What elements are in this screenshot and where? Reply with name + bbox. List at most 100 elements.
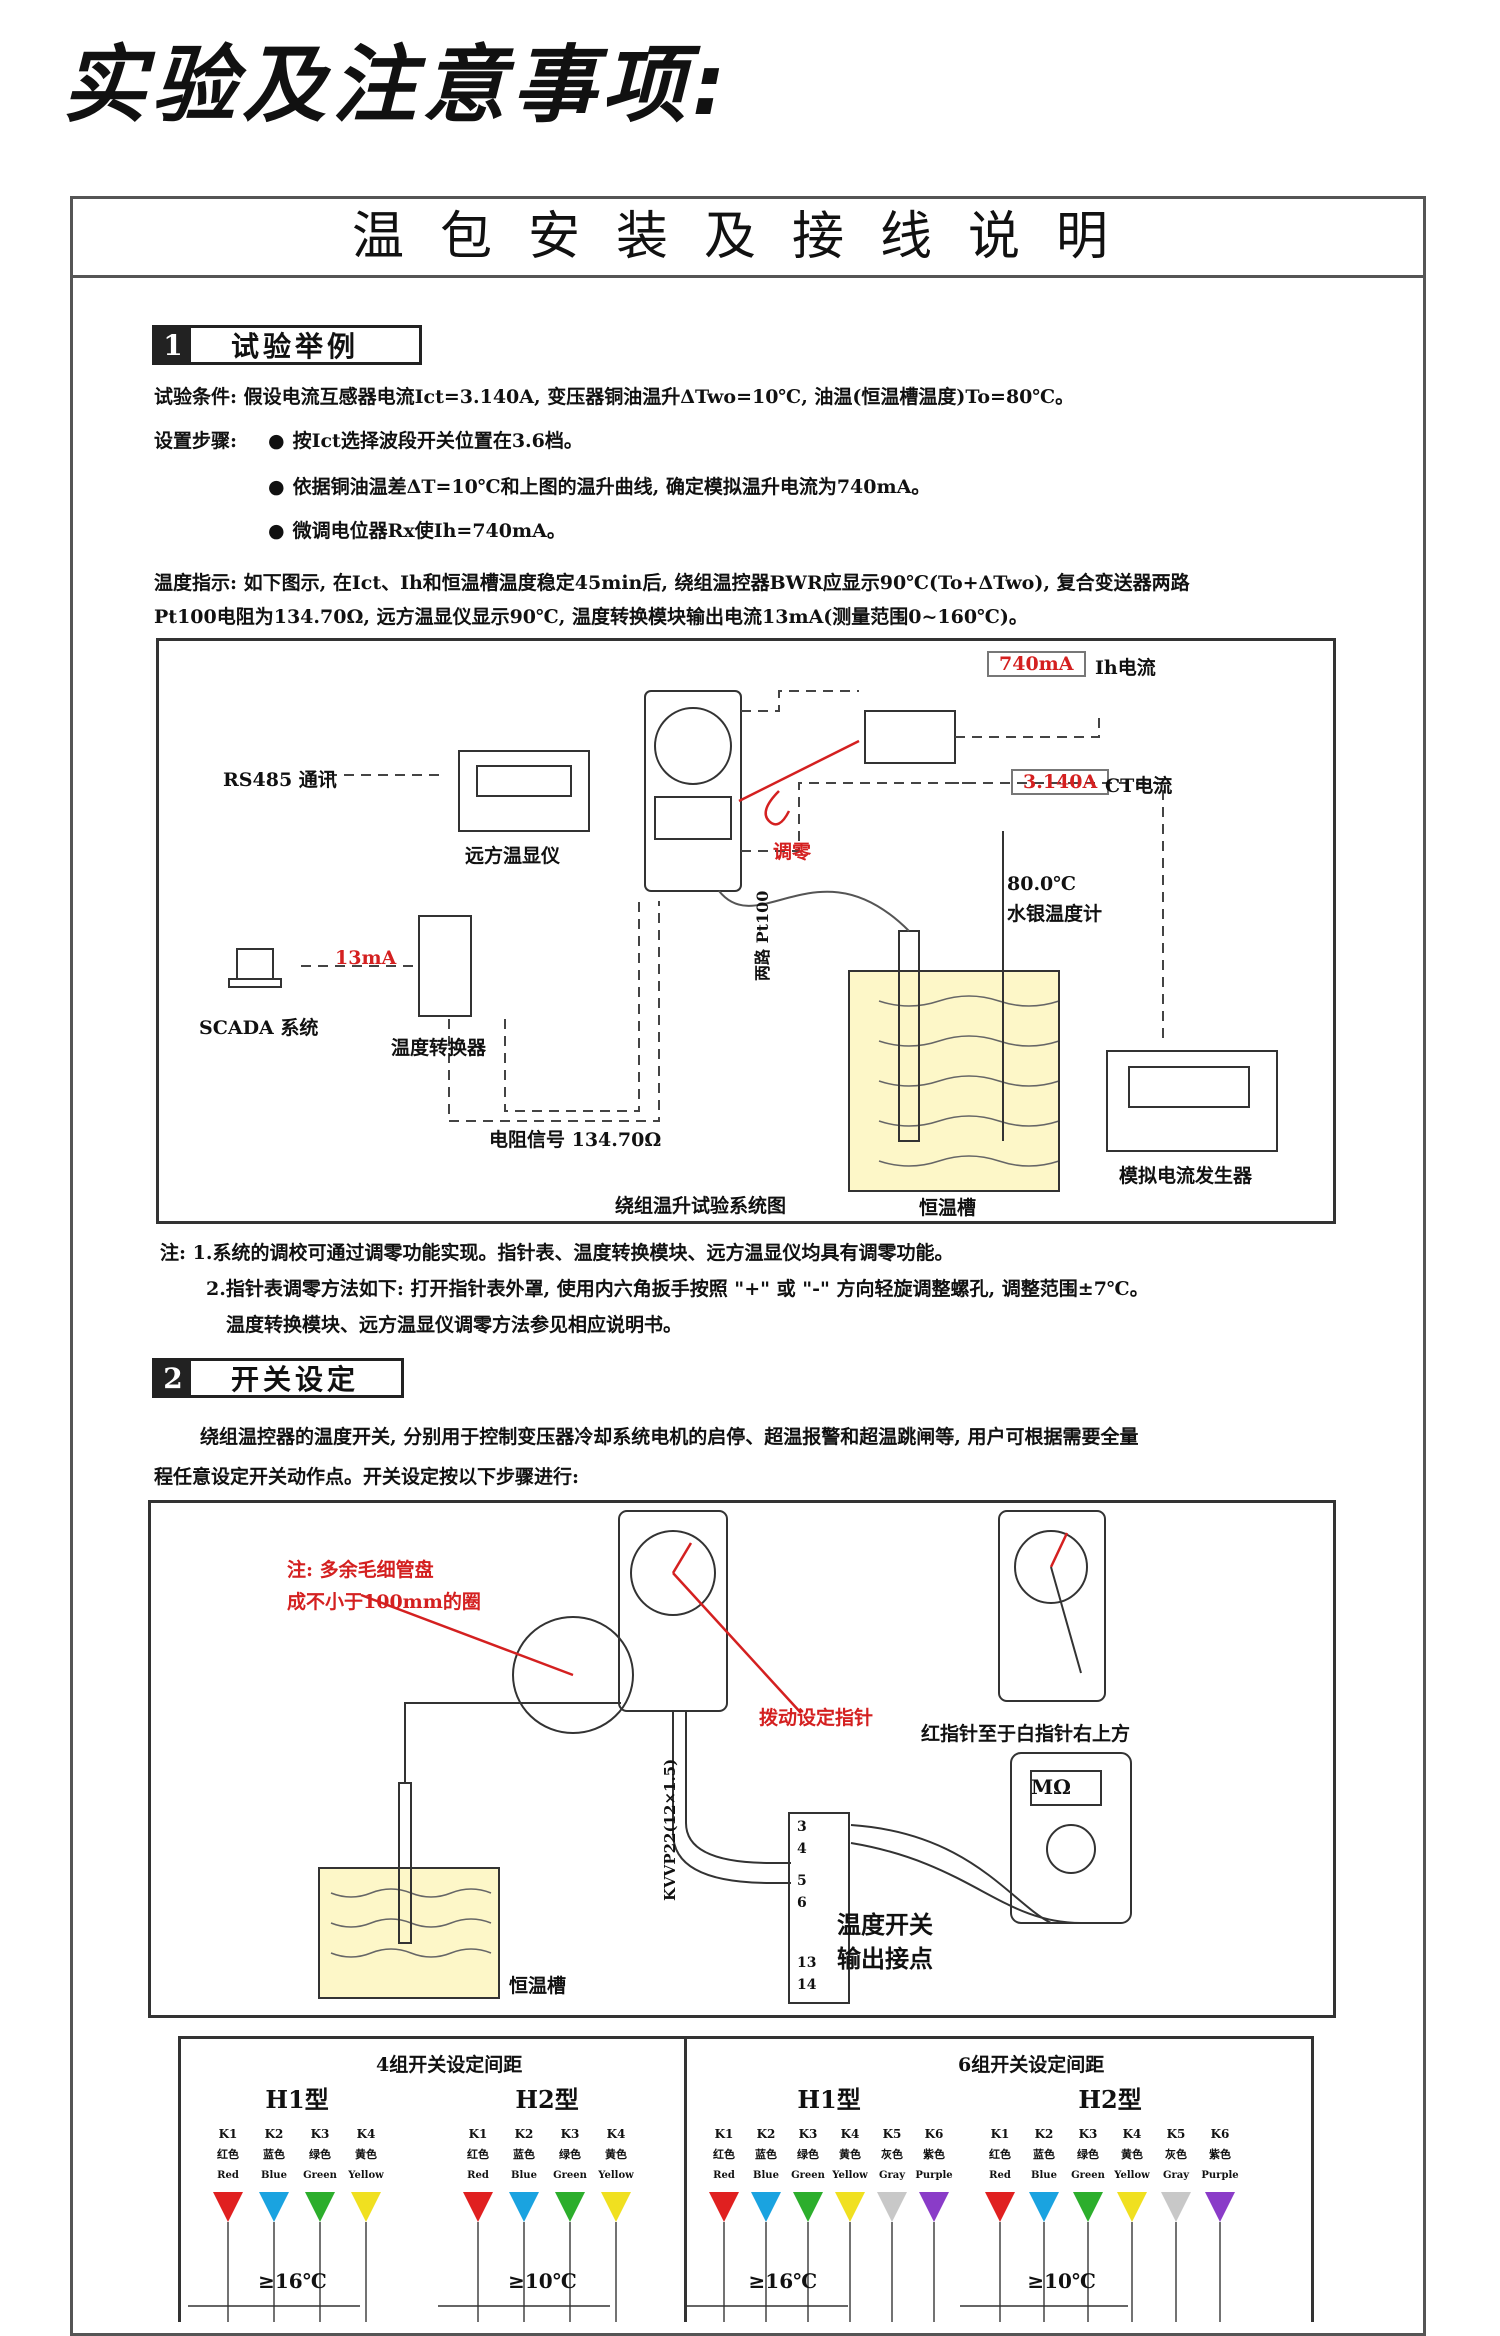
switch-pointer-marker <box>919 2192 949 2222</box>
switch-setting-diagram: 注: 多余毛细管盘 成不小于100mm的圈 拨动设定指针 红指针至于白指针右上方… <box>148 1500 1336 2018</box>
switch-color-en: Yellow <box>597 2170 634 2181</box>
set-pointer-label: 拨动设定指针 <box>759 1707 874 1729</box>
terminal-label: 4 <box>797 1841 807 1857</box>
capillary-coil-shape <box>512 1616 634 1734</box>
switch-key-label: K4 <box>357 2127 376 2141</box>
switch-pointer-marker <box>259 2192 289 2222</box>
sheet-title: 温包安装及接线说明 <box>70 196 1426 278</box>
group-type-label: H1型 <box>797 2085 860 2114</box>
switch-color-cn: 绿色 <box>1077 2147 1099 2161</box>
switch-pointer-marker <box>1029 2192 1059 2222</box>
ih-current-value: 740mA <box>987 651 1086 677</box>
capillary-note: 成不小于100mm的圈 <box>287 1591 481 1613</box>
switch-key-label: K4 <box>841 2127 860 2141</box>
switch-color-en: Purple <box>1201 2170 1238 2181</box>
switch-pointer-marker <box>601 2192 631 2222</box>
note-text: 温度转换模块、远方温显仪调零方法参见相应说明书。 <box>226 1314 683 1336</box>
thermometer-label: 水银温度计 <box>1007 903 1103 925</box>
switch-color-cn: 红色 <box>713 2147 735 2161</box>
output-current-value: 13mA <box>335 947 397 969</box>
switch-gap-label: ≥16℃ <box>258 2269 327 2293</box>
switch-color-cn: 灰色 <box>1165 2147 1187 2161</box>
switch-pointer-marker <box>305 2192 335 2222</box>
note-text: 2.指针表调零方法如下: 打开指针表外罩, 使用内六角扳手按照 "+" 或 "-… <box>206 1278 1149 1300</box>
switch-color-en: Yellow <box>347 2170 384 2181</box>
switch-color-en: Yellow <box>831 2170 868 2181</box>
terminal-block-shape <box>788 1812 850 2004</box>
terminal-label: 5 <box>797 1873 807 1889</box>
terminal-label: 14 <box>797 1977 817 1993</box>
switch-color-cn: 灰色 <box>881 2147 903 2161</box>
test-system-diagram: RS485 通讯 远方温显仪 740mA Ih电流 3.140A CT电流 调零… <box>156 638 1336 1224</box>
switch-gap-label: ≥16℃ <box>749 2269 818 2293</box>
switch-color-en: Red <box>713 2170 735 2181</box>
switch-color-en: Green <box>791 2170 826 2181</box>
generator-shape <box>1106 1050 1278 1152</box>
switch-color-en: Green <box>303 2170 338 2181</box>
switch-key-label: K2 <box>515 2127 534 2141</box>
test-condition: 试验条件: 假设电流互感器电流Ict=3.140A, 变压器铜油温升ΔTwo=1… <box>154 386 1075 408</box>
capillary-note: 注: 多余毛细管盘 <box>287 1559 434 1581</box>
switch-key-label: K2 <box>1035 2127 1054 2141</box>
table-title-left: 4组开关设定间距 <box>376 2054 523 2076</box>
switch-key-label: K6 <box>1211 2127 1230 2141</box>
converter-label: 温度转换器 <box>391 1037 487 1059</box>
step-item: 微调电位器Rx使Ih=740mA。 <box>268 516 566 543</box>
switch-color-en: Blue <box>261 2170 287 2181</box>
switch-pointer-marker <box>555 2192 585 2222</box>
section-2-header: 2 开关设定 <box>152 1358 404 1398</box>
switch-key-label: K1 <box>991 2127 1010 2141</box>
switch-color-cn: 蓝色 <box>755 2147 777 2161</box>
resistance-label: 电阻信号 134.70Ω <box>489 1129 662 1151</box>
switch-pointer-marker <box>1073 2192 1103 2222</box>
converter-shape <box>418 915 472 1017</box>
switch-pointer-marker <box>351 2192 381 2222</box>
tank-label: 恒温槽 <box>509 1975 567 1997</box>
indication-text: 温度指示: 如下图示, 在Ict、Ih和恒温槽温度稳定45min后, 绕组温控器… <box>154 572 1190 594</box>
zero-adjust-label: 调零 <box>773 841 812 863</box>
switch-color-cn: 黄色 <box>605 2147 627 2161</box>
switch-pointer-marker <box>1205 2192 1235 2222</box>
switch-key-label: K3 <box>561 2127 580 2141</box>
ct-current-value: 3.140A <box>1011 769 1110 795</box>
steps-label: 设置步骤: <box>154 430 238 452</box>
thermometer-value: 80.0℃ <box>1007 873 1077 895</box>
switch-color-cn: 蓝色 <box>263 2147 285 2161</box>
switch-color-cn: 黄色 <box>355 2147 377 2161</box>
remote-display-shape <box>458 750 590 832</box>
pointer-rule-label: 红指针至于白指针右上方 <box>921 1723 1131 1745</box>
ih-current-label: Ih电流 <box>1095 657 1156 679</box>
switch-gap-label: ≥10℃ <box>1027 2269 1096 2293</box>
section-title: 试验举例 <box>231 330 360 363</box>
switch-setting-drawing <box>318 1510 1132 2004</box>
switch-key-label: K3 <box>1079 2127 1098 2141</box>
switch-color-en: Gray <box>879 2170 906 2181</box>
switch-color-en: Red <box>467 2170 489 2181</box>
terminal-label: 3 <box>797 1819 807 1835</box>
switch-key-label: K3 <box>311 2127 330 2141</box>
meter-display: MΩ <box>1031 1775 1071 1799</box>
switch-color-cn: 绿色 <box>797 2147 819 2161</box>
tank-label: 恒温槽 <box>919 1197 977 1219</box>
page-heading: 实验及注意事项: <box>62 36 732 134</box>
switch-color-en: Green <box>553 2170 588 2181</box>
switch-color-cn: 黄色 <box>839 2147 861 2161</box>
switch-pointer-marker <box>751 2192 781 2222</box>
group-type-label: H2型 <box>515 2085 578 2114</box>
switch-pointer-marker <box>877 2192 907 2222</box>
switch-key-label: K5 <box>1167 2127 1186 2141</box>
group-type-label: H1型 <box>265 2085 328 2114</box>
switch-color-cn: 红色 <box>989 2147 1011 2161</box>
switch-color-en: Red <box>217 2170 239 2181</box>
switch-key-label: K5 <box>883 2127 902 2141</box>
switch-key-label: K1 <box>219 2127 238 2141</box>
switch-color-cn: 绿色 <box>309 2147 331 2161</box>
section-number: 2 <box>155 1361 191 1395</box>
switch-color-cn: 红色 <box>467 2147 489 2161</box>
switch-color-en: Yellow <box>1113 2170 1150 2181</box>
step-item: 按Ict选择波段开关位置在3.6档。 <box>268 426 583 453</box>
generator-label: 模拟电流发生器 <box>1119 1165 1253 1187</box>
switch-output-label: 温度开关 <box>837 1910 933 1939</box>
switch-output-label: 输出接点 <box>837 1944 933 1973</box>
switch-pointer-marker <box>1161 2192 1191 2222</box>
